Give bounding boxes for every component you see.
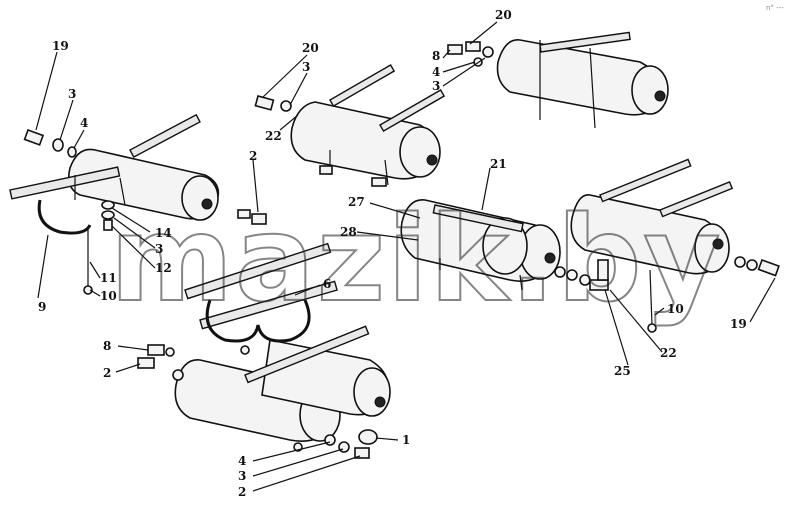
label-2-bottom-right: 2 <box>238 485 246 499</box>
label-4-bottom: 4 <box>238 454 246 468</box>
fittings-bottom <box>137 344 378 459</box>
part-labels: 19 3 4 14 3 12 11 10 9 20 3 22 2 6 20 8 … <box>38 8 747 499</box>
label-14: 14 <box>155 226 172 240</box>
label-3-top-center: 3 <box>302 60 310 74</box>
label-3-left-mid: 3 <box>155 242 163 256</box>
receiver-right <box>570 158 780 333</box>
label-3-bottom: 3 <box>238 469 246 483</box>
label-22-top-center: 22 <box>265 129 282 143</box>
label-10-right: 10 <box>667 302 684 316</box>
label-1: 1 <box>402 433 410 447</box>
receiver-center-double <box>400 199 561 291</box>
label-4-top-left: 4 <box>80 116 88 130</box>
label-8-bottom: 8 <box>103 339 111 353</box>
label-19-top-left: 19 <box>52 39 69 53</box>
label-4-top-right: 4 <box>432 65 440 79</box>
corner-mark: n° --- <box>766 4 784 12</box>
label-21: 21 <box>490 157 507 171</box>
watermark-text: mazik.by <box>110 190 722 328</box>
label-28: 28 <box>340 225 357 239</box>
fittings-center <box>554 259 609 291</box>
label-12: 12 <box>155 261 172 275</box>
label-8-top-right: 8 <box>432 49 440 63</box>
fittings-top-left <box>23 128 267 295</box>
receiver-top-left <box>9 113 220 235</box>
label-9: 9 <box>38 300 46 314</box>
leader-lines <box>35 21 776 492</box>
label-25: 25 <box>614 364 631 378</box>
receiver-top-center <box>290 64 446 187</box>
receiver-top-right <box>447 31 669 129</box>
label-27: 27 <box>348 195 365 209</box>
label-20-top-center: 20 <box>302 41 319 55</box>
label-2-left: 2 <box>249 149 257 163</box>
label-10-left: 10 <box>100 289 117 303</box>
label-2-bottom: 2 <box>103 366 111 380</box>
label-22-right: 22 <box>660 346 677 360</box>
receiver-bottom-double <box>174 242 391 452</box>
label-6: 6 <box>323 277 331 291</box>
label-3-top-right: 3 <box>432 79 440 93</box>
label-20-top-right: 20 <box>495 8 512 22</box>
label-3-top-left: 3 <box>68 87 76 101</box>
label-19-right: 19 <box>730 317 747 331</box>
label-11: 11 <box>100 271 117 285</box>
fittings-top-center <box>254 95 292 112</box>
